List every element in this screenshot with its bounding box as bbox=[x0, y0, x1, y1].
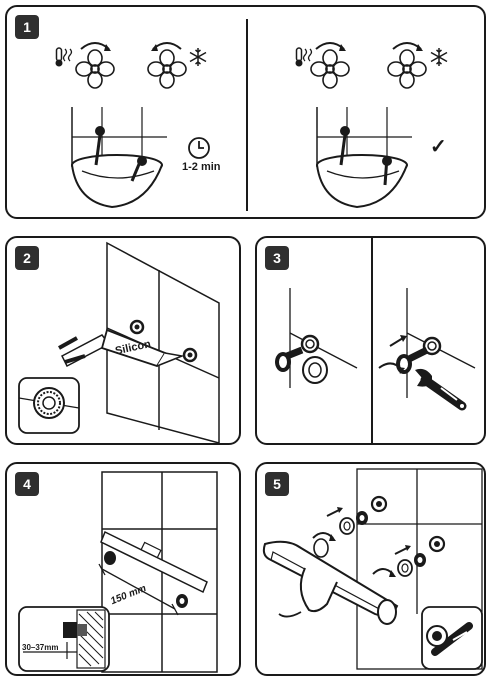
step-2-illustration: Silicon bbox=[18, 241, 220, 443]
wall-tiles bbox=[406, 288, 476, 398]
wall-tiles bbox=[101, 471, 218, 673]
step-2-panel: 2 Silicon bbox=[5, 236, 241, 445]
rotate-arrow-icon bbox=[315, 42, 345, 50]
check-mark: ✓ bbox=[430, 136, 447, 158]
dimension-line bbox=[98, 563, 179, 616]
depth-label: 30–37mm bbox=[22, 643, 58, 652]
spirit-level bbox=[100, 530, 208, 594]
fan-icon bbox=[387, 49, 427, 89]
eccentric-fitting bbox=[275, 346, 304, 372]
basin-with-hoses bbox=[316, 106, 413, 208]
rotate-arrow-icon bbox=[80, 42, 110, 50]
depth-detail-inset bbox=[18, 606, 110, 672]
wrench-icon bbox=[426, 622, 473, 656]
push-arrow-icon bbox=[326, 509, 340, 517]
push-arrow-icon bbox=[394, 547, 408, 555]
wall-tiles bbox=[289, 288, 358, 388]
heat-icon bbox=[294, 47, 313, 68]
step-1-badge: 1 bbox=[15, 15, 39, 39]
step-1-panel: 1 bbox=[5, 5, 486, 219]
wall-tiles bbox=[356, 468, 483, 670]
wall-outlet bbox=[104, 551, 188, 608]
basin-with-hoses bbox=[71, 106, 168, 208]
gasket-nut bbox=[339, 511, 426, 577]
push-arrow-icon bbox=[389, 337, 404, 347]
wall-outlet bbox=[300, 334, 320, 354]
rotate-arrow-icon bbox=[372, 568, 394, 575]
spacing-label: 150 mm bbox=[109, 583, 148, 607]
step-2-badge: 2 bbox=[15, 246, 39, 270]
thermostatic-mixer bbox=[262, 538, 399, 625]
step-5-panel: 5 bbox=[255, 462, 486, 676]
step-5-illustration bbox=[262, 468, 483, 670]
step-1-illustration: 1-2 min ✓ bbox=[54, 19, 448, 211]
step-4-badge: 4 bbox=[15, 472, 39, 496]
fan-icon bbox=[310, 49, 350, 89]
fan-icon bbox=[147, 49, 187, 89]
step-4-panel: 4 150 mm bbox=[5, 462, 241, 676]
heat-icon bbox=[54, 47, 73, 68]
rotate-arrow-icon bbox=[312, 532, 334, 539]
silicon-tube: Silicon bbox=[58, 328, 185, 368]
snowflake-icon bbox=[430, 47, 448, 67]
step-3-illustration bbox=[275, 238, 476, 443]
wrench-icon bbox=[415, 368, 467, 411]
step-4-illustration: 150 mm 30–37mm bbox=[18, 471, 218, 673]
wall-outlet bbox=[129, 319, 198, 363]
cover-rosette bbox=[302, 356, 328, 384]
step-3-badge: 3 bbox=[265, 246, 289, 270]
step-5-badge: 5 bbox=[265, 472, 289, 496]
wrench-detail-inset bbox=[421, 606, 483, 670]
rotate-arrow-icon bbox=[392, 42, 422, 50]
time-label: 1-2 min bbox=[182, 161, 221, 173]
step-3-panel: 3 bbox=[255, 236, 486, 445]
wall-outlet bbox=[422, 336, 442, 356]
rotate-arrow-icon bbox=[152, 42, 182, 50]
wall-outlet bbox=[370, 495, 446, 553]
gasket-detail-inset bbox=[18, 377, 80, 434]
fan-icon bbox=[75, 49, 115, 89]
snowflake-icon bbox=[189, 47, 207, 67]
clock-icon bbox=[188, 137, 210, 159]
